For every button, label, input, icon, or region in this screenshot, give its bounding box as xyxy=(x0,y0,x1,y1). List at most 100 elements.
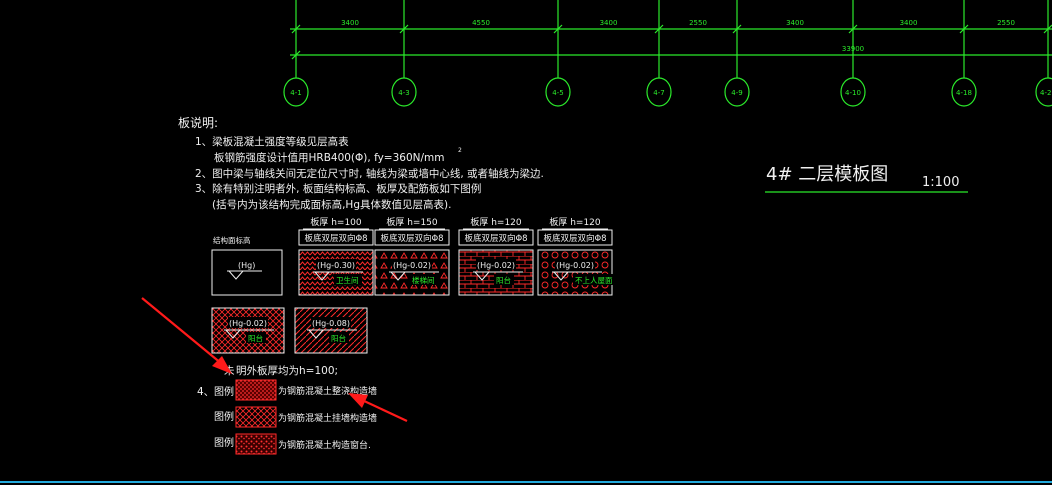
arrow-right-shaft xyxy=(361,399,408,422)
hg-label-bg xyxy=(311,317,351,328)
annotation-arrows xyxy=(141,297,408,422)
dim-tick xyxy=(959,24,969,34)
dim-total-label: 33900 xyxy=(842,45,864,53)
axis-bubble xyxy=(391,77,417,107)
legend-block: 未 明外板厚均为h=100; 4、 图例 为钢筋混凝土整浇构造墙 图例 为钢筋混… xyxy=(197,364,377,455)
dim-tick xyxy=(553,24,563,34)
axis-label: 4-20 xyxy=(1040,89,1052,97)
axis-label: 4-9 xyxy=(731,89,742,97)
level-marker xyxy=(552,271,602,281)
dim-tick xyxy=(399,24,409,34)
dim-tick xyxy=(732,24,742,34)
axis-bubble xyxy=(1035,77,1052,107)
dim-label: 2550 xyxy=(997,19,1015,27)
hg-label: (Hg-0.02) xyxy=(477,261,515,270)
dim-label: 4550 xyxy=(472,19,490,27)
room-tag: 卫生间 xyxy=(336,275,359,285)
reinforcement-cell xyxy=(298,229,374,246)
dim-tick xyxy=(848,24,858,34)
dim-label: 3400 xyxy=(900,19,918,27)
drawing-title: 4# 二层模板图 xyxy=(766,164,888,185)
legend-swatch-3 xyxy=(235,433,277,455)
reinforcement-cell xyxy=(458,229,534,246)
tag-bg xyxy=(329,332,349,343)
dim-tick xyxy=(291,50,301,60)
notes-line-1b: 板钢筋强度设计值用HRB400(Φ), fy=360N/mm xyxy=(214,151,444,164)
tag-bg xyxy=(334,274,362,285)
legend-swatch-2 xyxy=(235,406,277,428)
slab-thickness-label: 板厚 h=120 xyxy=(470,216,522,228)
item4-number: 4、 xyxy=(197,386,214,398)
axis-label: 4-7 xyxy=(653,89,664,97)
notes-block: 板说明: 1、梁板混凝土强度等级见层高表 板钢筋强度设计值用HRB400(Φ),… xyxy=(178,115,544,211)
hg-label: (Hg-0.30) xyxy=(317,261,355,270)
legend-text-3: 为钢筋混凝土构造窗台. xyxy=(278,439,371,451)
table-row-label: 结构面标高 xyxy=(213,235,251,245)
level-marker xyxy=(313,271,363,281)
reinforcement-cell xyxy=(537,229,613,246)
axis-bubble xyxy=(840,77,866,107)
arrow-left-shaft xyxy=(141,297,223,365)
dim-tick xyxy=(654,24,664,34)
hg-label: (Hg-0.02) xyxy=(556,261,594,270)
dim-label: 2550 xyxy=(689,19,707,27)
hg-label: (Hg-0.02) xyxy=(229,319,267,328)
legend-swatch-1 xyxy=(235,379,277,401)
axis-label: 4-5 xyxy=(552,89,563,97)
arrow-left-head xyxy=(212,356,232,374)
tag-bg xyxy=(246,332,266,343)
notes-line-3b: (括号内为该结构完成面标高,Hg具体数值见层高表). xyxy=(212,198,451,211)
tag-bg xyxy=(494,274,514,285)
reinforcement-cell xyxy=(374,229,450,246)
axis-label: 4-1 xyxy=(290,89,301,97)
axis-label: 4-10 xyxy=(845,89,861,97)
level-marker xyxy=(307,329,357,339)
room-tag: 楼梯间 xyxy=(412,275,435,285)
drawing-scale: 1:100 xyxy=(922,175,959,190)
base-hg-marker xyxy=(227,270,262,280)
legend-word-1: 图例 xyxy=(214,385,234,398)
hg-label: (Hg-0.02) xyxy=(393,261,431,270)
hg-label-bg xyxy=(228,317,268,328)
base-hg-box xyxy=(211,249,283,296)
arrow-right-head xyxy=(348,393,368,408)
small-mark: 2 xyxy=(458,147,462,154)
hg-label-bg xyxy=(555,259,595,270)
axis-bubble xyxy=(646,77,672,107)
notes-line-1: 1、梁板混凝土强度等级见层高表 xyxy=(195,135,349,148)
reinforcement-label: 板底双层双向Φ8 xyxy=(464,233,527,244)
axis-bubble xyxy=(724,77,750,107)
dim-tick xyxy=(1043,24,1052,34)
axis-label: 4-3 xyxy=(398,89,409,97)
hg-label-bg xyxy=(476,259,516,270)
reinforcement-label: 板底双层双向Φ8 xyxy=(543,233,606,244)
notes-line-2: 2、图中梁与轴线关间无定位尺寸时, 轴线为梁或墙中心线, 或者轴线为梁边. xyxy=(195,167,544,180)
tag-bg xyxy=(410,274,438,285)
slab-legend-table: 结构面标高 (Hg) 板厚 h=100 板底双层双向Φ8 (Hg-0.30) 卫生间 板… xyxy=(211,216,617,354)
dim-tick xyxy=(291,24,301,34)
dim-label: 3400 xyxy=(341,19,359,27)
viewport-bottom-edge xyxy=(0,481,1052,483)
axis-label: 4-18 xyxy=(956,89,972,97)
slab-thickness-label: 板厚 h=100 xyxy=(310,216,362,228)
room-tag: 阳台 xyxy=(248,333,263,343)
room-tag: 阳台 xyxy=(496,275,511,285)
notes-heading: 板说明: xyxy=(178,115,218,130)
room-tag: 不上人屋面 xyxy=(575,276,613,285)
legend-text-2: 为钢筋混凝土挂墙构造墙 xyxy=(278,412,377,424)
room-tag: 阳台 xyxy=(331,333,346,343)
axis-bubble xyxy=(283,77,309,107)
slab-thickness-label: 板厚 h=120 xyxy=(549,216,601,228)
level-marker xyxy=(389,271,439,281)
axis-bubble xyxy=(545,77,571,107)
legend-word-2: 图例 xyxy=(214,410,234,423)
reinforcement-label: 板底双层双向Φ8 xyxy=(304,233,367,244)
level-marker xyxy=(473,271,523,281)
level-marker xyxy=(224,329,274,339)
hg-label-bg xyxy=(316,259,356,270)
tag-bg xyxy=(573,274,617,285)
hg-label: (Hg-0.08) xyxy=(312,319,350,328)
base-hg-label: (Hg) xyxy=(238,261,255,270)
